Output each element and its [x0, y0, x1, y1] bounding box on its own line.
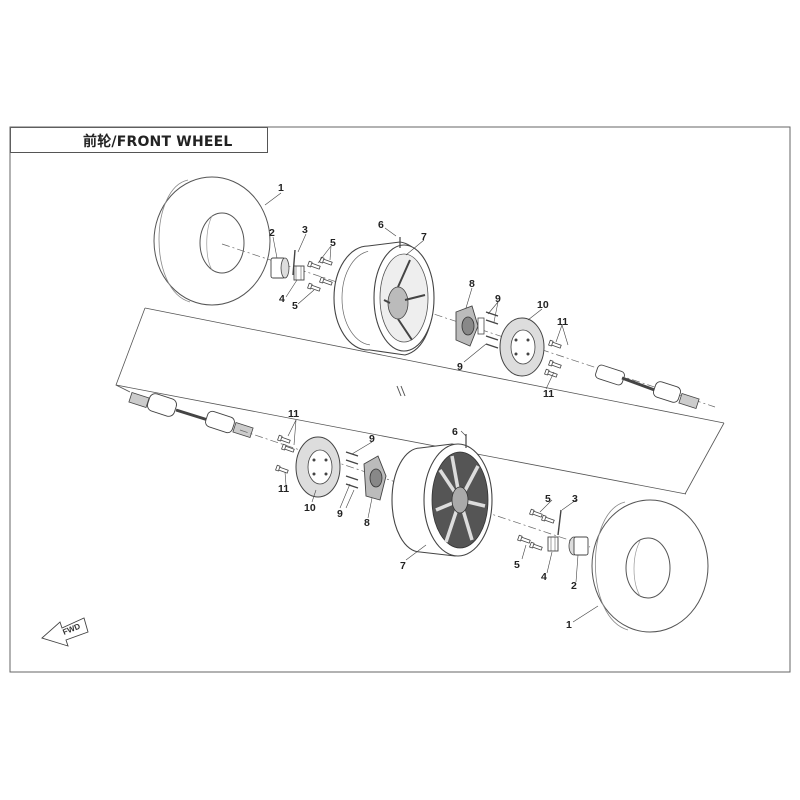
drive-shaft-bottom	[128, 391, 254, 439]
callout-6-top: 6	[378, 219, 384, 231]
callout-2-bottom: 2	[571, 580, 577, 592]
callout-9-bottom-a: 9	[369, 433, 375, 445]
callout-7-top: 7	[421, 231, 427, 243]
callout-11-top-a: 11	[557, 316, 568, 328]
callout-9-top-a: 9	[495, 293, 501, 305]
callouts-top: 1 2 3 4 5 5 6 7 8 9 9 10 11 11	[269, 182, 568, 400]
callout-4-bottom: 4	[541, 571, 547, 583]
callout-4-top: 4	[279, 293, 285, 305]
hub-cap-top	[270, 257, 290, 279]
callout-11-bottom-b: 11	[278, 483, 289, 495]
castle-nut-top	[293, 265, 305, 281]
callout-5-top-a: 5	[330, 237, 336, 249]
callouts-bottom: 11 11 10 9 9 8 6 7 5 5 3 4 2 1	[278, 408, 578, 631]
title-box: 前轮/FRONT WHEEL	[10, 127, 268, 153]
wheel-hub-bottom	[363, 455, 387, 501]
castle-nut-bottom	[547, 536, 559, 552]
callout-2-top: 2	[269, 227, 275, 239]
callout-5-bottom-b: 5	[514, 559, 520, 571]
callout-9-bottom-b: 9	[337, 508, 343, 520]
hub-studs-bottom	[345, 451, 359, 489]
disc-bolts-bottom	[275, 434, 295, 475]
callout-3-top: 3	[302, 224, 308, 236]
callout-8-top: 8	[469, 278, 475, 290]
callout-7-bottom: 7	[400, 560, 406, 572]
callout-5-bottom-a: 5	[545, 493, 551, 505]
tire-top	[153, 176, 271, 306]
cotter-pin-top	[292, 249, 296, 276]
callout-10-top: 10	[537, 299, 549, 311]
drive-shaft-top	[595, 364, 700, 410]
rim-bottom	[391, 434, 493, 557]
callout-9-top-b: 9	[457, 361, 463, 373]
callout-1-bottom: 1	[566, 619, 572, 631]
brake-disc-bottom	[295, 436, 341, 498]
lug-nuts-top	[307, 256, 333, 293]
callout-8-bottom: 8	[364, 517, 370, 529]
page-title: 前轮/FRONT WHEEL	[83, 134, 233, 150]
disc-bolts-top	[544, 339, 562, 379]
tire-bottom	[591, 499, 709, 633]
callout-1-top: 1	[278, 182, 284, 194]
callout-3-bottom: 3	[572, 493, 578, 505]
hub-studs-top	[485, 311, 499, 349]
cotter-pin-bottom	[557, 509, 562, 536]
callout-11-top-b: 11	[543, 388, 554, 400]
brake-disc-top	[499, 317, 545, 377]
callout-10-bottom: 10	[304, 502, 316, 514]
callout-6-bottom: 6	[452, 426, 458, 438]
rim-top	[333, 237, 435, 356]
shaft-frame	[115, 307, 725, 495]
callout-5-top-b: 5	[292, 300, 298, 312]
callout-leaders	[264, 192, 599, 623]
callout-11-bottom-a: 11	[288, 408, 299, 420]
sheet-border	[9, 126, 791, 673]
hub-cap-bottom	[568, 536, 589, 556]
wheel-hub-top	[455, 305, 485, 347]
fwd-arrow: FWD	[41, 617, 89, 647]
